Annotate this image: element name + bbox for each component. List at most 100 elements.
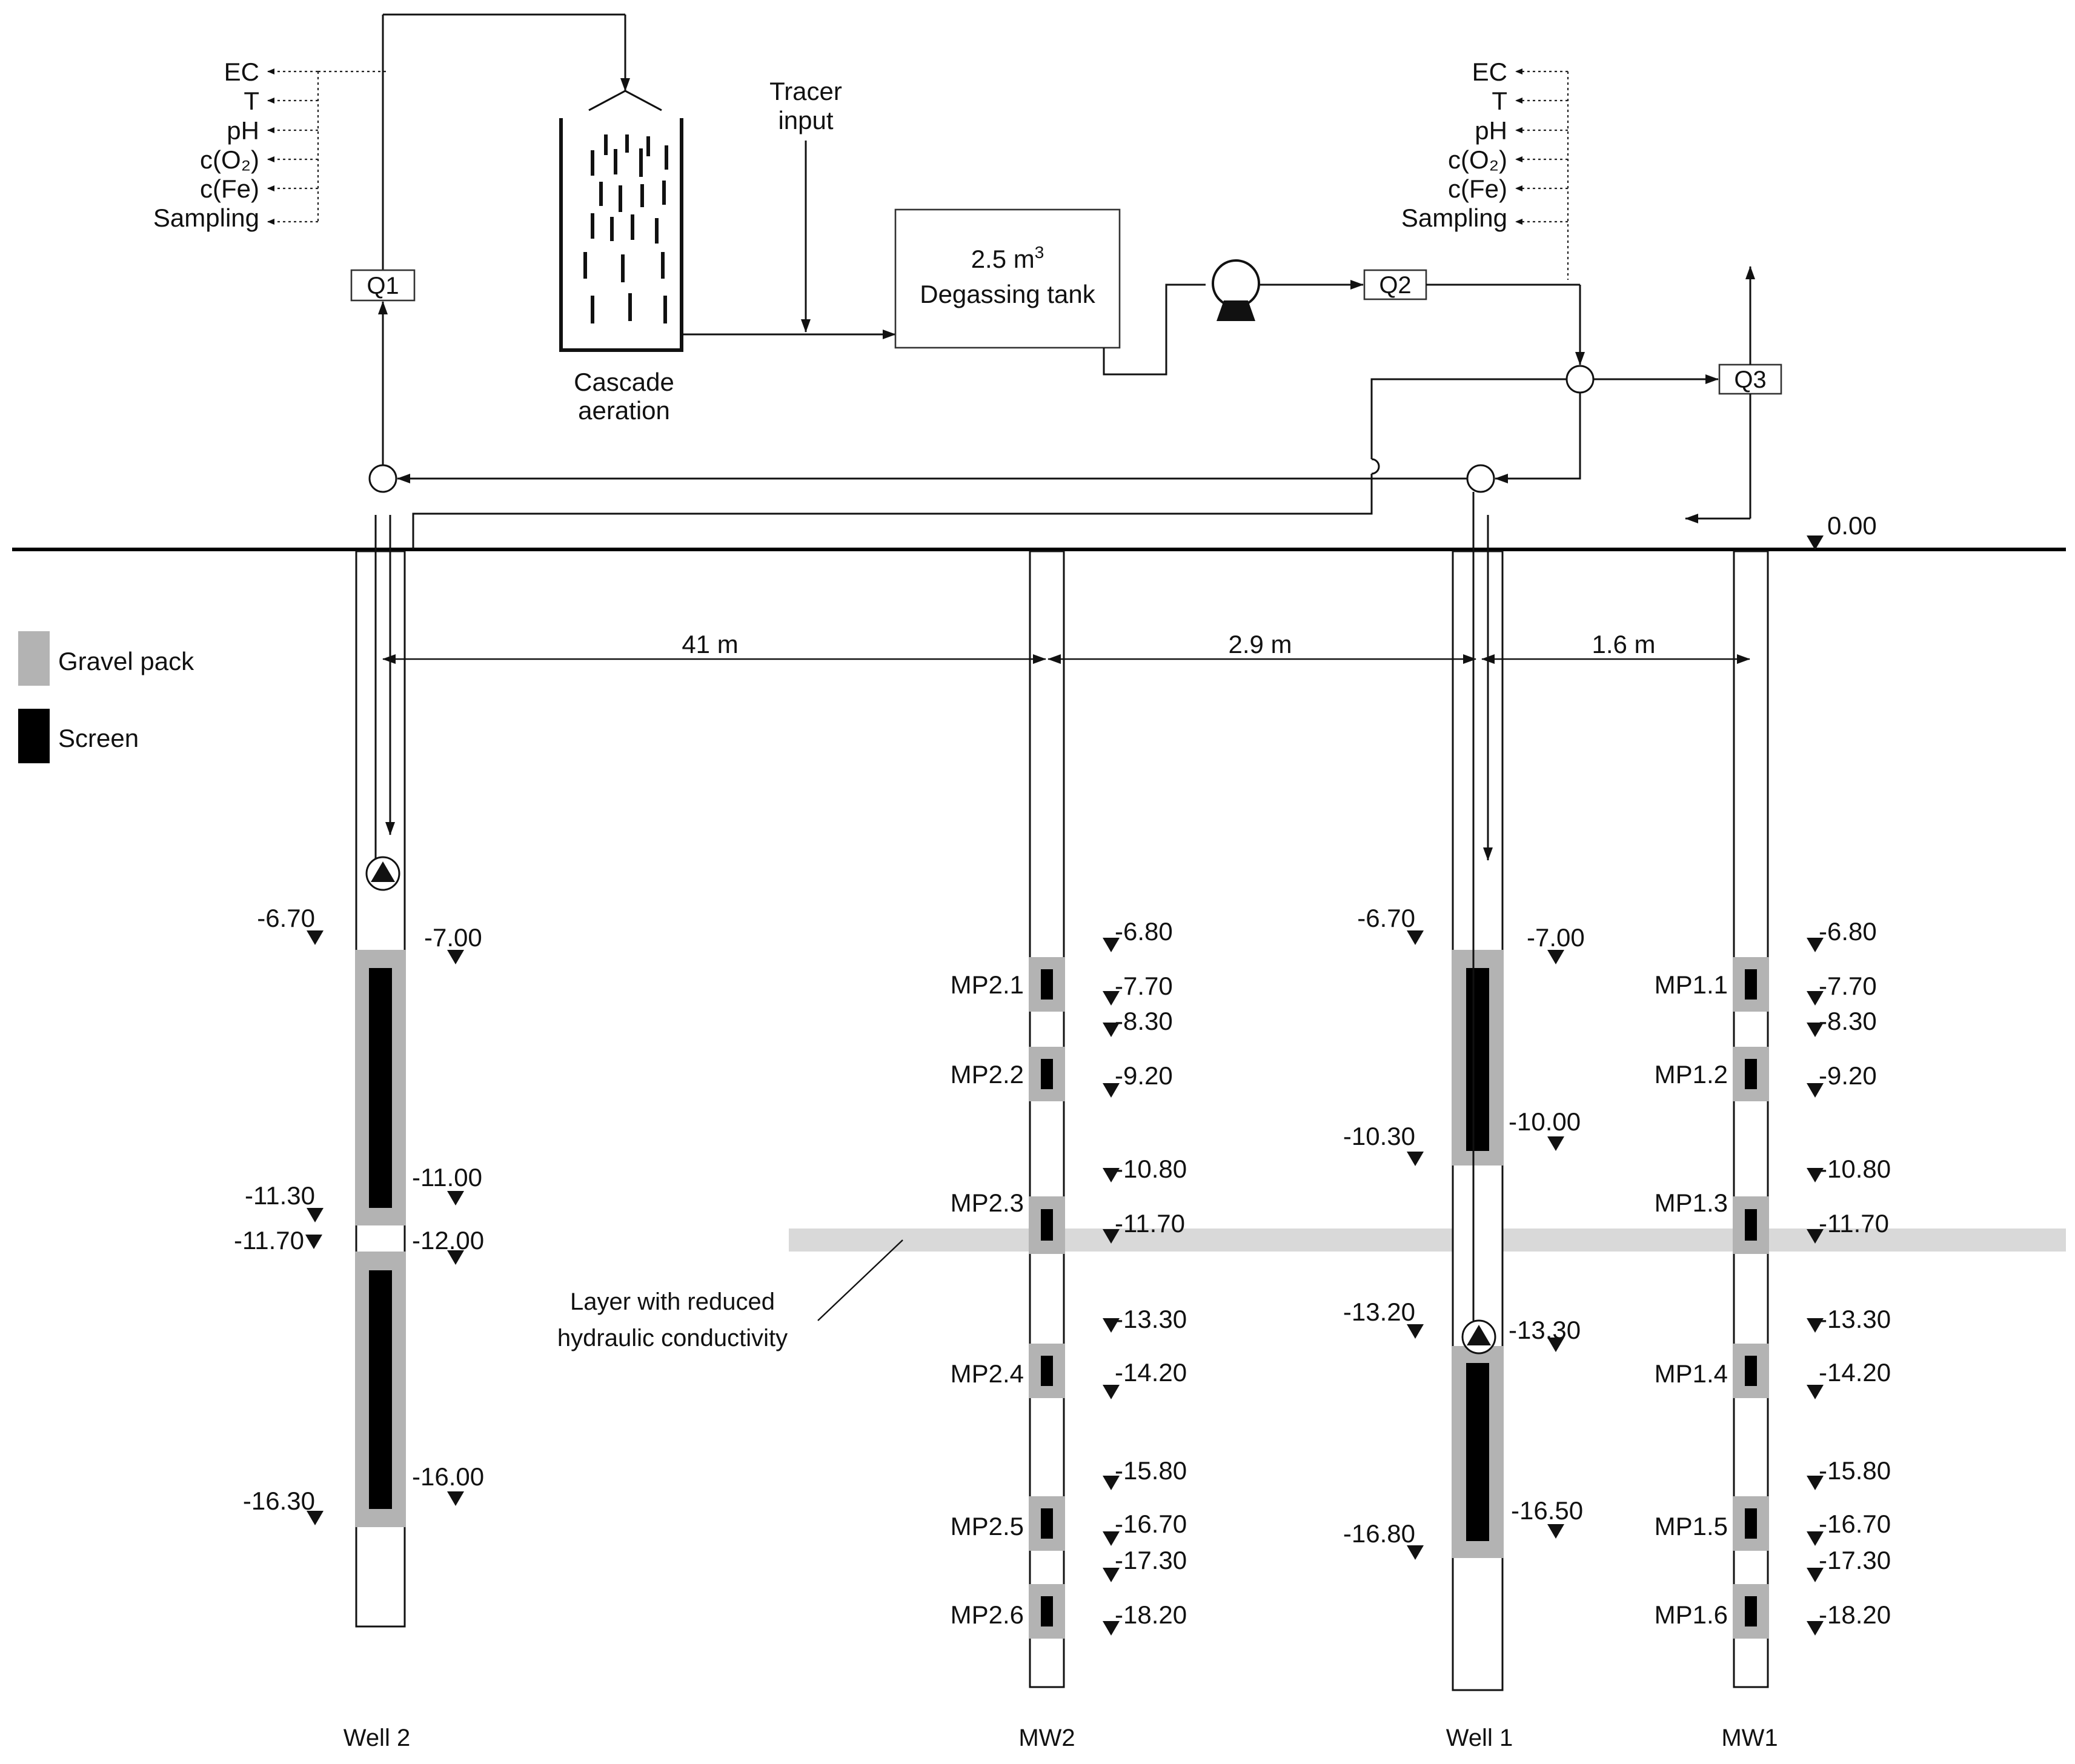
surface-pump-icon [1212, 259, 1260, 321]
mw2-depth-marker-5 [1103, 1229, 1120, 1244]
tank-volume: 2.5 m [971, 245, 1035, 273]
mw2-depth-marker-6 [1103, 1318, 1120, 1333]
mw2-mp-label-3: MP2.4 [951, 1359, 1024, 1388]
flow-meter-q2-label: Q2 [1379, 272, 1411, 299]
tank-volume-exponent: 3 [1035, 243, 1044, 262]
mw2-depth-4: -10.80 [1115, 1155, 1187, 1183]
reduced-conductivity-layer [789, 1228, 2066, 1252]
well1-depth-marker-right-3 [1547, 1524, 1564, 1539]
well2-depth-marker-right-1 [447, 1191, 464, 1205]
well2-depth-marker-right-0 [447, 950, 464, 964]
mw2-name: MW2 [1018, 1725, 1075, 1751]
mw1-depth-2: -8.30 [1819, 1007, 1877, 1035]
mw1-name: MW1 [1721, 1725, 1778, 1751]
mw2-depth-marker-10 [1103, 1568, 1120, 1582]
well1-depth-left-1: -10.30 [1343, 1122, 1415, 1150]
cascade-label-line2: aeration [578, 396, 670, 425]
legend-screen-label: Screen [58, 724, 139, 752]
mw2-depth-11: -18.20 [1115, 1600, 1187, 1629]
mw2-depth-0: -6.80 [1115, 917, 1173, 946]
well1-depth-marker-left-3 [1407, 1545, 1424, 1560]
mw2-mp-label-5: MP2.6 [951, 1600, 1024, 1629]
mw1-depth-marker-4 [1807, 1168, 1824, 1182]
measurement-list-left: EC T pH c(O₂) c(Fe) Sampling [153, 58, 388, 232]
mw2-depth-3: -9.20 [1115, 1061, 1173, 1090]
svg-text:Sampling: Sampling [153, 204, 259, 232]
well1-depth-marker-right-1 [1547, 1136, 1564, 1151]
well-2 [355, 515, 406, 1628]
mw2-depth-marker-11 [1103, 1621, 1120, 1636]
mw2-depth-2: -8.30 [1115, 1007, 1173, 1035]
mw2-mp-label-0: MP2.1 [951, 970, 1024, 999]
measurement-list-right: EC T pH c(O₂) c(Fe) Sampling [1401, 58, 1569, 280]
svg-text:Sampling: Sampling [1401, 204, 1507, 232]
well2-name: Well 2 [344, 1725, 410, 1751]
well2-depth-left-3: -16.30 [243, 1487, 315, 1515]
well2-depth-right-1: -11.00 [412, 1163, 482, 1192]
well2-depth-marker-left-1 [307, 1208, 324, 1222]
svg-text:c(O₂): c(O₂) [1448, 145, 1507, 174]
mw1-depth-marker-11 [1807, 1621, 1824, 1636]
distance-well2-mw2: 41 m [682, 630, 738, 658]
junction-q3 [1565, 365, 1595, 394]
mw2-mp-label-4: MP2.5 [951, 1512, 1024, 1540]
mw1-depth-marker-1 [1807, 991, 1824, 1006]
mw1-depth-1: -7.70 [1819, 972, 1877, 1000]
junction-well2 [368, 464, 397, 493]
svg-text:EC: EC [1472, 58, 1507, 86]
svg-text:T: T [244, 87, 259, 115]
tracer-label-line2: input [778, 106, 833, 134]
svg-text:c(Fe): c(Fe) [200, 174, 259, 203]
mw2-depth-marker-4 [1103, 1168, 1120, 1182]
mw2-depth-10: -17.30 [1115, 1546, 1187, 1574]
well2-depth-right-3: -16.00 [412, 1462, 484, 1491]
mw1-depth-3: -9.20 [1819, 1061, 1877, 1090]
well1-depth-right-0: -7.00 [1527, 923, 1585, 952]
well2-depth-marker-right-2 [447, 1250, 464, 1265]
well-1 [1452, 492, 1504, 1691]
mw1-depth-marker-8 [1807, 1476, 1824, 1490]
svg-text:pH: pH [227, 116, 259, 145]
well2-depth-marker-right-3 [447, 1491, 464, 1506]
mw1-depth-marker-3 [1807, 1083, 1824, 1098]
layer-label-line2: hydraulic conductivity [557, 1325, 788, 1351]
well1-depth-right-2: -13.30 [1509, 1316, 1581, 1344]
svg-text:pH: pH [1475, 116, 1507, 145]
mw1-depth-6: -13.30 [1819, 1305, 1891, 1333]
mw1-mp-label-3: MP1.4 [1655, 1359, 1728, 1388]
well1-depth-marker-left-0 [1407, 930, 1424, 945]
mw1-depth-7: -14.20 [1819, 1358, 1891, 1387]
tank-label: Degassing tank [920, 280, 1096, 308]
mw1-depth-0: -6.80 [1819, 917, 1877, 946]
mw1-depth-11: -18.20 [1819, 1600, 1891, 1629]
tracer-label-line1: Tracer [769, 77, 842, 105]
mw1-depth-marker-7 [1807, 1385, 1824, 1399]
junction-well1 [1466, 464, 1495, 493]
well2-depth-left-2: -11.70 [234, 1226, 304, 1255]
monitoring-well-mw1 [1733, 550, 1769, 1688]
flow-meter-q1-label: Q1 [367, 273, 399, 299]
mw2-depth-marker-3 [1103, 1083, 1120, 1098]
mw2-mp-label-2: MP2.3 [951, 1189, 1024, 1217]
mw1-depth-marker-10 [1807, 1568, 1824, 1582]
mw2-depth-6: -13.30 [1115, 1305, 1187, 1333]
well2-depth-right-0: -7.00 [424, 923, 482, 952]
flow-meter-q3-box [1718, 363, 1782, 395]
legend-gravel-swatch [18, 631, 50, 686]
well2-depth-marker-left-2 [305, 1235, 322, 1249]
well1-depth-marker-left-1 [1407, 1152, 1424, 1166]
mw1-depth-marker-2 [1807, 1023, 1824, 1037]
flow-meter-q1-box [350, 269, 416, 302]
svg-text:EC: EC [224, 58, 259, 86]
flow-meter-q3-label: Q3 [1734, 366, 1766, 393]
well2-depth-marker-left-3 [307, 1511, 324, 1525]
mw1-depth-4: -10.80 [1819, 1155, 1891, 1183]
mw1-depth-9: -16.70 [1819, 1510, 1891, 1538]
well1-depth-left-2: -13.20 [1343, 1298, 1415, 1326]
mw2-depth-marker-7 [1103, 1385, 1120, 1399]
well2-depth-right-2: -12.00 [412, 1226, 484, 1255]
mw2-depth-marker-2 [1103, 1023, 1120, 1037]
mw1-depth-marker-9 [1807, 1531, 1824, 1546]
mw2-depth-marker-8 [1103, 1476, 1120, 1490]
